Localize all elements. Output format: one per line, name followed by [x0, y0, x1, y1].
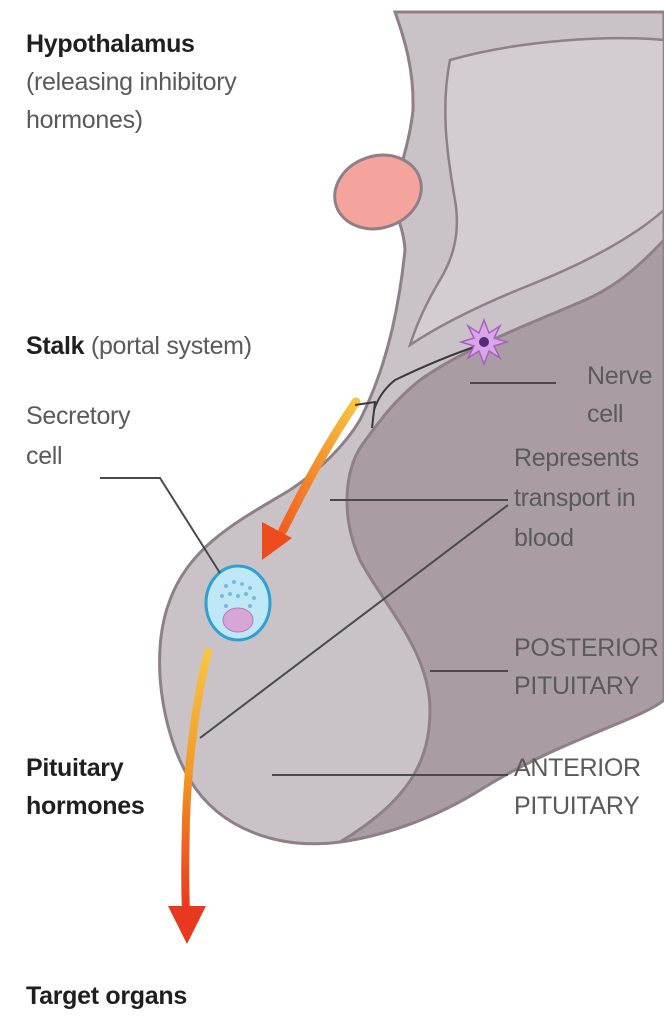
nerve-cell-icon [461, 320, 507, 364]
label-hypothalamus: Hypothalamus [26, 28, 195, 60]
label-represents-line3: blood [514, 522, 574, 554]
label-pituitary-line1: Pituitary [26, 752, 123, 784]
label-nerve-line2: cell [587, 398, 623, 430]
label-anterior-line1: ANTERIOR [514, 752, 641, 784]
label-releasing-line1: (releasing inhibitory [26, 66, 236, 98]
label-secretory-line2: cell [26, 440, 62, 472]
label-posterior-line2: PITUITARY [514, 670, 640, 702]
label-represents-line2: transport in [514, 482, 635, 514]
label-target-organs: Target organs [26, 980, 187, 1012]
label-nerve-line1: Nerve [587, 360, 652, 392]
label-stalk-bold: Stalk [26, 332, 84, 360]
label-stalk: Stalk (portal system) [26, 330, 252, 362]
hormone-arrowhead [168, 906, 206, 944]
label-stalk-note: (portal system) [91, 332, 252, 360]
label-releasing-line2: hormones) [26, 104, 143, 136]
label-represents-line1: Represents [514, 442, 639, 474]
label-anterior-line2: PITUITARY [514, 790, 640, 822]
label-posterior-line1: POSTERIOR [514, 632, 659, 664]
secretory-cell-icon [206, 566, 270, 640]
label-secretory-line1: Secretory [26, 400, 130, 432]
label-pituitary-line2: hormones [26, 790, 144, 822]
